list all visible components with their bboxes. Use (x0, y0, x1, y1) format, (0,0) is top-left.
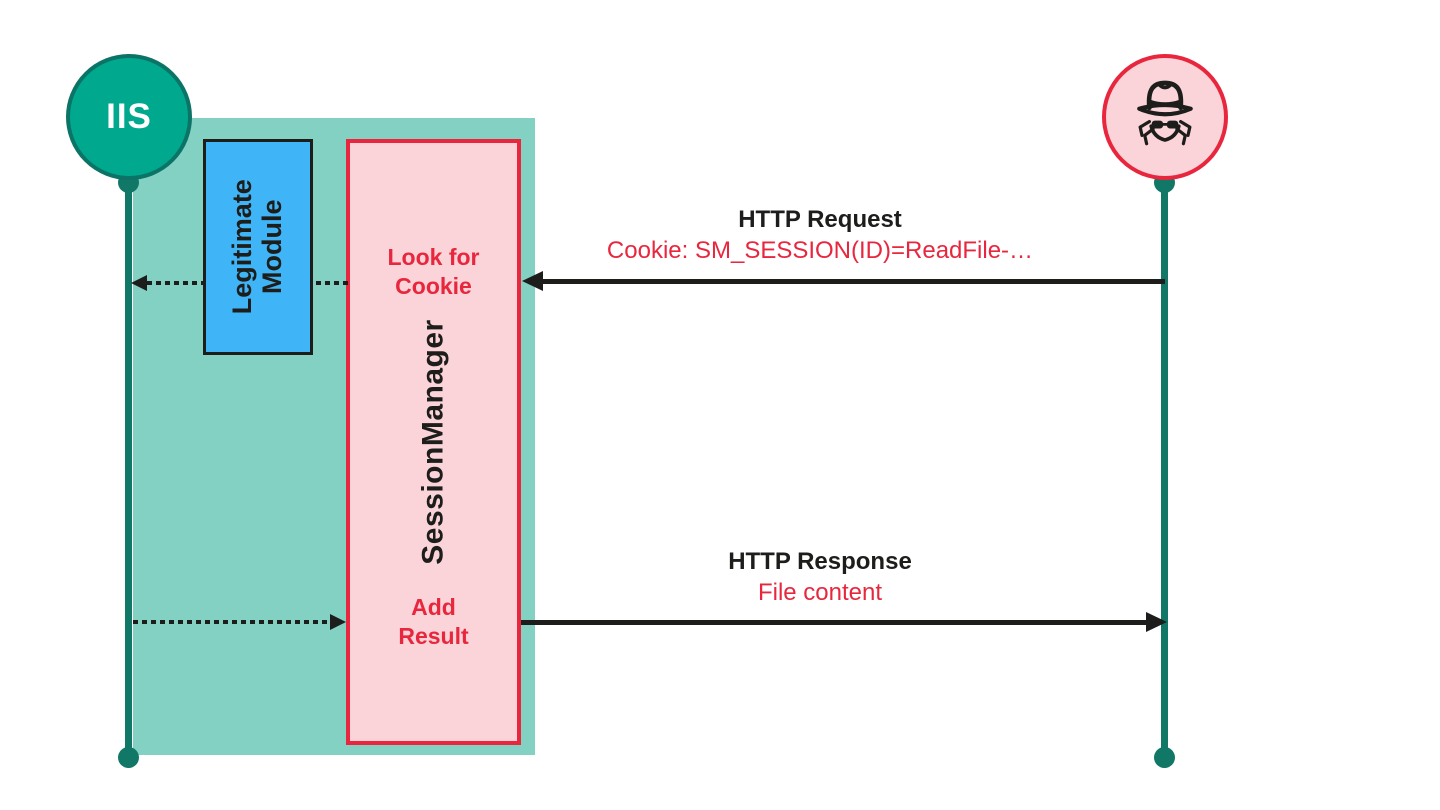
response-internal-arrowhead (330, 614, 346, 630)
sessionmanager-module-label: SessionManager (416, 319, 450, 565)
iis-node: IIS (66, 54, 192, 180)
http-response-arrowhead (1146, 612, 1167, 632)
http-request-detail: Cookie: SM_SESSION(ID)=ReadFile-… (606, 237, 1034, 265)
http-request-arrow (538, 279, 1165, 284)
http-request-label: HTTP Request Cookie: SM_SESSION(ID)=Read… (520, 204, 1120, 266)
attacker-lifeline (1161, 182, 1168, 758)
request-internal-dotted-segment-left (147, 281, 204, 285)
response-internal-dotted-segment (133, 620, 330, 624)
http-response-detail: File content (757, 579, 883, 607)
iis-lifeline (125, 182, 132, 758)
http-response-label: HTTP Response File content (520, 546, 1120, 608)
iis-node-label: IIS (106, 97, 152, 136)
http-response-arrow (521, 620, 1147, 625)
attacker-lifeline-end-dot (1154, 747, 1175, 768)
spy-icon (1137, 80, 1193, 146)
legitimate-module-box: Legitimate Module (203, 139, 313, 355)
attacker-node (1102, 54, 1228, 180)
add-result-label: Add Result (398, 594, 469, 649)
look-for-cookie-label: Look for Cookie (387, 244, 480, 299)
request-internal-dotted-segment-right (316, 281, 348, 285)
request-internal-arrowhead (131, 275, 147, 291)
iis-lifeline-end-dot (118, 747, 139, 768)
http-request-title: HTTP Request (738, 206, 902, 233)
http-response-title: HTTP Response (728, 548, 912, 575)
http-request-arrowhead (522, 271, 543, 291)
legitimate-module-label: Legitimate Module (227, 179, 287, 315)
sessionmanager-module-box: SessionManager Look for Cookie Add Resul… (346, 139, 521, 745)
